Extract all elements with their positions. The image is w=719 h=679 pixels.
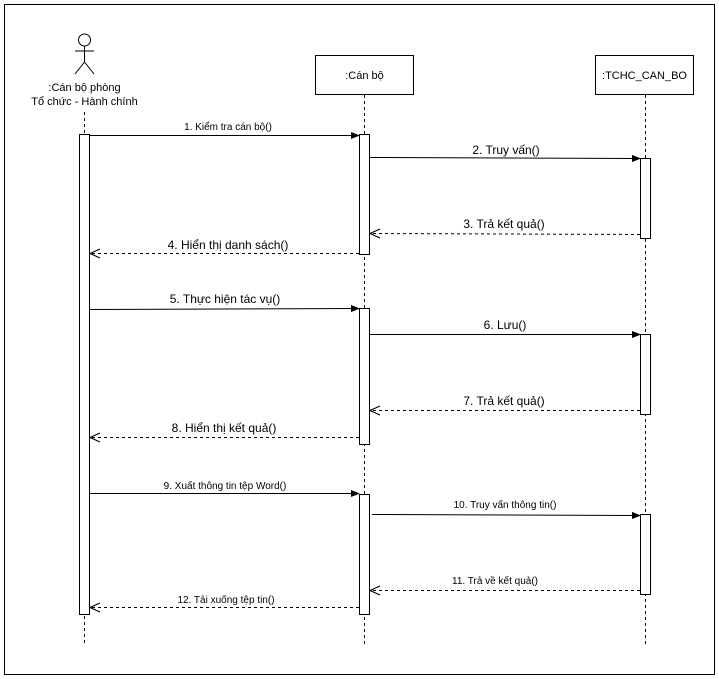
- participant-db-box: [595, 55, 694, 95]
- participant-canbo-label: :Cán bộ: [345, 70, 384, 82]
- activation-canbo-2: [359, 308, 370, 445]
- message-3-label: 3. Trả kết quả(): [463, 217, 544, 231]
- message-12-label: 12. Tải xuống tệp tin(): [177, 594, 274, 606]
- actor-label-line1: :Cán bộ phòng: [48, 82, 120, 94]
- actor-label-line2: Tổ chức - Hành chính: [31, 96, 137, 108]
- actor-icon: [74, 33, 95, 75]
- message-10-label: 10. Truy vấn thông tin(): [454, 499, 557, 511]
- activation-canbo-1: [359, 134, 370, 255]
- participant-db-label: :TCHC_CAN_BO: [602, 70, 687, 82]
- message-8-label: 8. Hiển thị kết quả(): [172, 421, 277, 435]
- activation-actor: [79, 134, 90, 615]
- message-7-label: 7. Trả kết quả(): [463, 394, 544, 408]
- message-3-arrow: [371, 234, 641, 235]
- message-2-label: 2. Truy vấn(): [472, 143, 539, 157]
- message-9-label: 9. Xuất thông tin tệp Word(): [164, 480, 287, 492]
- message-10-arrow: [371, 511, 641, 520]
- message-5-arrow: [89, 304, 360, 313]
- message-11-label: 11. Trả về kết quả(): [452, 575, 538, 587]
- activation-db-3: [640, 514, 651, 595]
- activation-db-2: [640, 334, 651, 415]
- activation-db-1: [640, 158, 651, 239]
- message-4-label: 4. Hiển thị danh sách(): [168, 238, 289, 252]
- activation-canbo-3: [359, 494, 370, 615]
- message-1-label: 1. Kiểm tra cán bộ(): [184, 121, 272, 133]
- message-6-label: 6. Lưu(): [484, 318, 527, 332]
- participant-canbo-box: [315, 55, 414, 95]
- message-2-arrow: [369, 154, 641, 163]
- message-5-label: 5. Thực hiện tác vụ(): [170, 292, 281, 306]
